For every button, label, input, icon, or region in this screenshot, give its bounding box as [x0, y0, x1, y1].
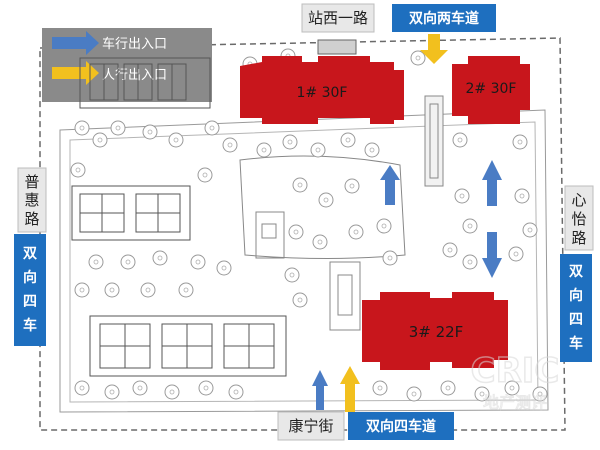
west-lane-label: 双 向 四 车 — [23, 246, 37, 334]
east-road-label-box — [564, 185, 594, 251]
svg-text:向: 向 — [569, 287, 583, 304]
svg-text:四: 四 — [23, 294, 37, 310]
south-road-label-box — [277, 411, 345, 441]
svg-text:车: 车 — [569, 335, 583, 352]
north-road-label-box — [301, 3, 375, 33]
vehicle-arrow-legend-icon — [52, 31, 99, 55]
pedestrian-entrance-arrow-south — [340, 366, 360, 412]
vehicle-arrow-east-up — [482, 160, 502, 206]
cric-watermark-logo: CRIC 地产测评 — [470, 350, 560, 412]
building-2-label: 2# 30F — [466, 81, 517, 97]
building-2 — [452, 56, 530, 124]
pedestrian-arrow-legend-icon — [52, 61, 99, 85]
svg-text:路: 路 — [24, 210, 39, 228]
central-landscape — [239, 39, 444, 331]
lowrise-block-left-middle — [71, 185, 191, 241]
east-lane-badge — [560, 254, 592, 362]
svg-text:惠: 惠 — [24, 191, 39, 209]
south-road-name: 康宁街 — [288, 417, 333, 435]
svg-text:普: 普 — [24, 173, 39, 191]
svg-text:四: 四 — [569, 312, 583, 328]
north-road-name: 站西一路 — [308, 9, 368, 27]
building-3-label: 3# 22F — [409, 323, 464, 341]
vehicle-arrow-east-down — [482, 232, 502, 278]
west-road-name: 普 惠 路 — [24, 173, 39, 228]
vehicle-arrow-central — [380, 165, 400, 205]
building-3 — [362, 292, 508, 370]
svg-text:向: 向 — [23, 269, 37, 286]
svg-text:心: 心 — [571, 191, 586, 209]
west-road-label-box — [17, 167, 47, 233]
building-1 — [240, 56, 404, 124]
watermark-sub: 地产测评 — [483, 393, 547, 412]
east-lane-label: 双 向 四 车 — [569, 264, 583, 352]
legend-vehicle-label: 车行出入口 — [102, 36, 167, 52]
building-1-label: 1# 30F — [297, 85, 348, 101]
south-lane-badge — [348, 412, 454, 440]
lowrise-block-topleft — [79, 57, 211, 109]
svg-text:路: 路 — [571, 229, 586, 247]
vehicle-entrance-arrow-south — [312, 370, 328, 410]
west-lane-badge — [14, 234, 46, 346]
pedestrian-entrance-arrow-north — [420, 34, 448, 64]
watermark-brand: CRIC — [471, 351, 560, 391]
east-road-name: 心 怡 路 — [571, 191, 586, 247]
north-lane-label: 双向两车道 — [409, 10, 479, 27]
south-lane-label: 双向四车道 — [366, 418, 436, 435]
svg-text:双: 双 — [569, 264, 583, 280]
north-lane-badge — [392, 4, 496, 32]
svg-text:双: 双 — [23, 246, 37, 262]
svg-text:车: 车 — [23, 317, 37, 334]
legend-pedestrian-label: 人行出入口 — [102, 68, 167, 83]
svg-text:怡: 怡 — [571, 210, 586, 228]
lowrise-block-left-bottom — [89, 315, 287, 377]
